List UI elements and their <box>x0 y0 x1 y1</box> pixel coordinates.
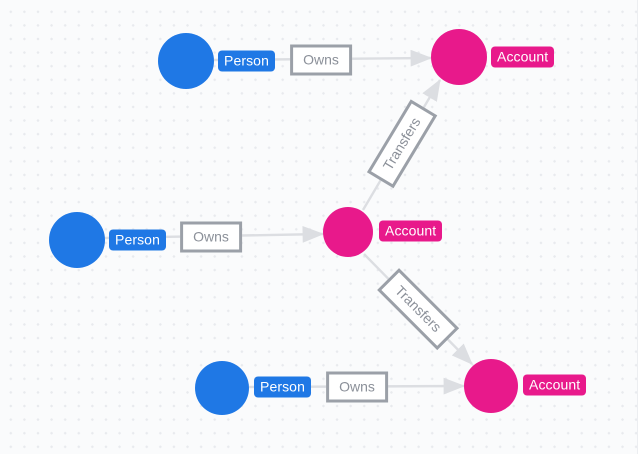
node-label-account: Account <box>523 374 587 396</box>
node-label-person: Person <box>254 376 311 398</box>
graph-node-account[interactable] <box>431 29 487 85</box>
graph-node-account[interactable] <box>464 359 518 413</box>
edge-label[interactable]: Owns <box>180 221 242 253</box>
node-label-account: Account <box>491 46 555 68</box>
node-label-person: Person <box>218 50 275 72</box>
graph-node-person[interactable] <box>195 361 249 415</box>
graph-node-account[interactable] <box>323 207 373 257</box>
edge-label[interactable]: Owns <box>326 371 388 403</box>
node-label-person: Person <box>109 229 166 251</box>
graph-node-person[interactable] <box>158 33 214 89</box>
edge-label[interactable]: Owns <box>290 44 352 76</box>
node-label-account: Account <box>379 220 443 242</box>
graph-node-person[interactable] <box>49 212 105 268</box>
